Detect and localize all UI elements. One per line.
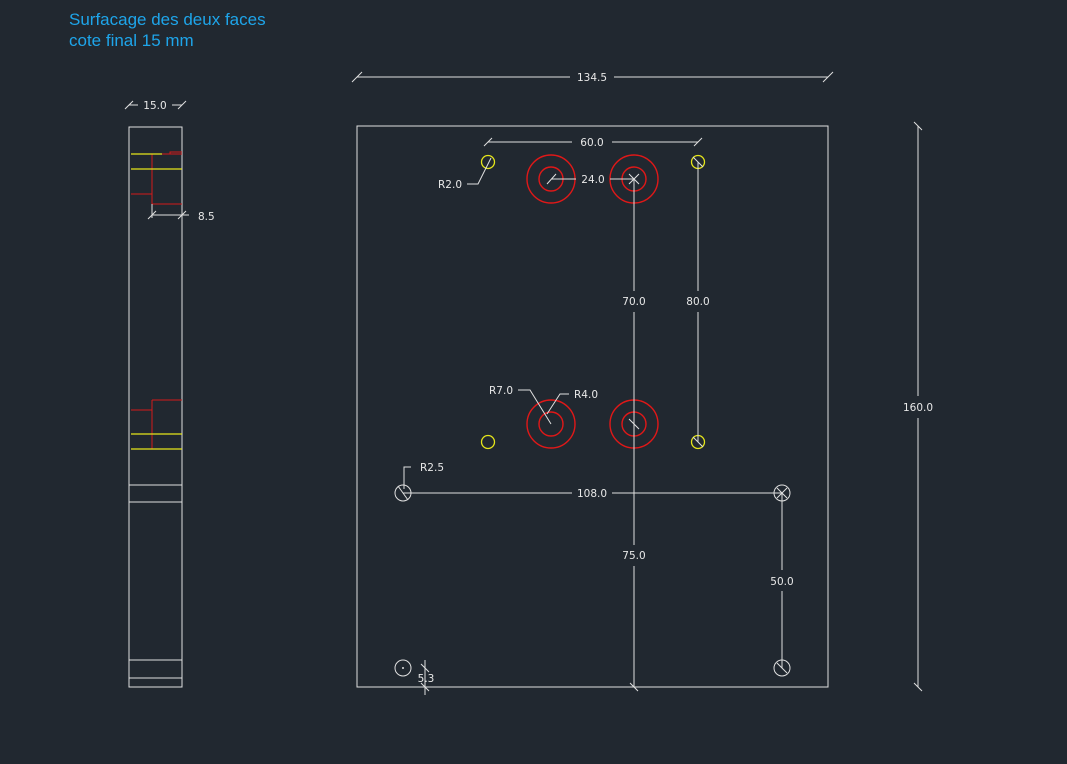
callout-text: R2.5 [420, 462, 444, 474]
dim-text: 60.0 [580, 137, 603, 149]
drawing-note: Surfacage des deux faces cote final 15 m… [69, 9, 266, 51]
front-view: 134.5 160.0 60.0 [351, 71, 933, 695]
dim-text: 75.0 [622, 550, 645, 562]
note-line-2: cote final 15 mm [69, 31, 194, 50]
callout-text: R7.0 [489, 385, 513, 397]
callout-r2: R2.0 [438, 157, 492, 191]
counterbore-lower-left [526, 399, 576, 449]
side-hidden-counterbore-upper [131, 151, 182, 205]
dim-vert-50: 50.0 [770, 493, 794, 668]
dim-text: 15.0 [143, 100, 166, 112]
side-view: 15.0 8.5 [124, 100, 215, 688]
side-hidden-counterbore-lower [131, 399, 182, 450]
dim-vert-80: 80.0 [686, 162, 710, 442]
dim-edge-offset: 5.3 [418, 660, 435, 695]
small-holes [480, 154, 706, 450]
dim-text: 160.0 [903, 402, 933, 414]
small-hole [480, 154, 496, 170]
dim-text: 24.0 [581, 174, 604, 186]
dim-text: 80.0 [686, 296, 709, 308]
callout-r7: R7.0 [489, 385, 552, 425]
side-view-outline [128, 126, 183, 688]
dim-vert-70: 70.0 [622, 179, 646, 424]
dim-text: 50.0 [770, 576, 793, 588]
note-line-1: Surfacage des deux faces [69, 10, 266, 29]
callout-r4: R4.0 [546, 389, 598, 415]
dim-text: 134.5 [577, 72, 607, 84]
dim-vert-75: 75.0 [622, 424, 646, 692]
dim-text: 108.0 [577, 488, 607, 500]
dim-text: 5.3 [418, 673, 435, 685]
dim-overall-height: 160.0 [903, 121, 933, 692]
dim-horiz-108: 108.0 [403, 488, 782, 500]
dim-overall-width: 134.5 [351, 71, 834, 84]
mount-holes [394, 484, 791, 677]
dim-side-depth: 8.5 [147, 204, 215, 223]
dim-side-thickness: 15.0 [124, 100, 187, 112]
plate-outline [356, 125, 829, 688]
dim-text: 8.5 [198, 211, 215, 223]
dim-top-spacing: 60.0 [483, 137, 703, 149]
dim-text: 70.0 [622, 296, 645, 308]
callout-r25: R2.5 [403, 462, 444, 489]
small-hole [480, 434, 496, 450]
callout-text: R2.0 [438, 179, 462, 191]
callout-text: R4.0 [574, 389, 598, 401]
mount-hole [394, 659, 412, 677]
dim-pair-spacing: 24.0 [551, 174, 634, 186]
